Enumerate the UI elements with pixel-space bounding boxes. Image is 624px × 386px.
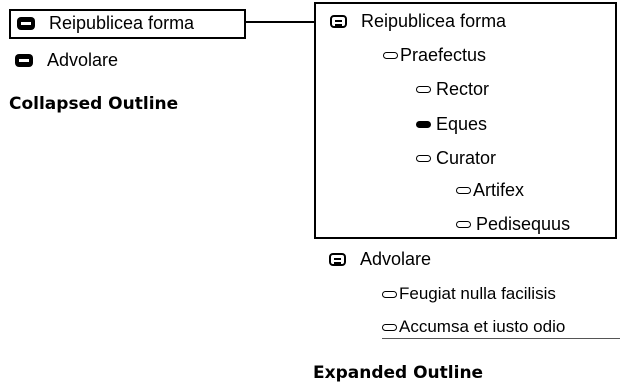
expanded-second-label: Advolare [360,249,432,269]
pill-icon [382,323,397,331]
collapsed-item-label: Advolare [47,50,119,70]
expanded-child-label: Eques [436,114,488,134]
expanded-second-child[interactable]: Feugiat nulla facilisis [382,284,556,304]
expanded-child-item[interactable]: Rector [416,79,489,100]
outline-expanded-icon [330,15,347,28]
expanded-child-label: Artifex [473,180,525,200]
expanded-child-label: Rector [436,79,490,99]
expanded-child-item[interactable]: Pedisequus [456,214,570,235]
expanded-selected-box [314,2,617,239]
pill-icon [383,52,398,59]
expanded-root-item[interactable]: Reipublicea forma [330,11,506,32]
outline-collapsed-icon [15,54,33,67]
pill-icon [382,290,397,298]
collapsed-item-reipublicea[interactable]: Reipublicea forma [17,13,194,34]
outline-collapsed-icon [17,17,35,30]
pill-icon [456,187,471,194]
pill-filled-icon [416,121,431,128]
collapsed-selected-box [9,9,246,39]
connector-line [246,21,314,23]
collapsed-caption: Collapsed Outline [9,94,179,114]
pill-icon [456,221,471,228]
collapsed-item-advolare[interactable]: Advolare [15,50,118,71]
expanded-second-child-label: Feugiat nulla facilisis [399,284,556,303]
expanded-child-label: Praefectus [400,45,487,65]
pill-icon [416,86,431,93]
expanded-child-item[interactable]: Praefectus [383,45,486,66]
expanded-child-label: Curator [436,148,497,168]
collapsed-item-label: Reipublicea forma [49,13,195,33]
bottom-rule [382,338,620,339]
expanded-caption: Expanded Outline [313,363,484,383]
expanded-second-item[interactable]: Advolare [329,249,431,270]
expanded-child-label: Pedisequus [476,214,571,234]
expanded-second-child[interactable]: Accumsa et iusto odio [382,317,565,337]
expanded-child-item[interactable]: Curator [416,148,496,169]
expanded-child-item[interactable]: Artifex [456,180,524,201]
expanded-second-child-label: Accumsa et iusto odio [399,317,566,336]
expanded-root-label: Reipublicea forma [361,11,507,31]
expanded-child-item[interactable]: Eques [416,114,487,135]
pill-icon [416,155,431,162]
outline-expanded-icon [329,253,346,266]
